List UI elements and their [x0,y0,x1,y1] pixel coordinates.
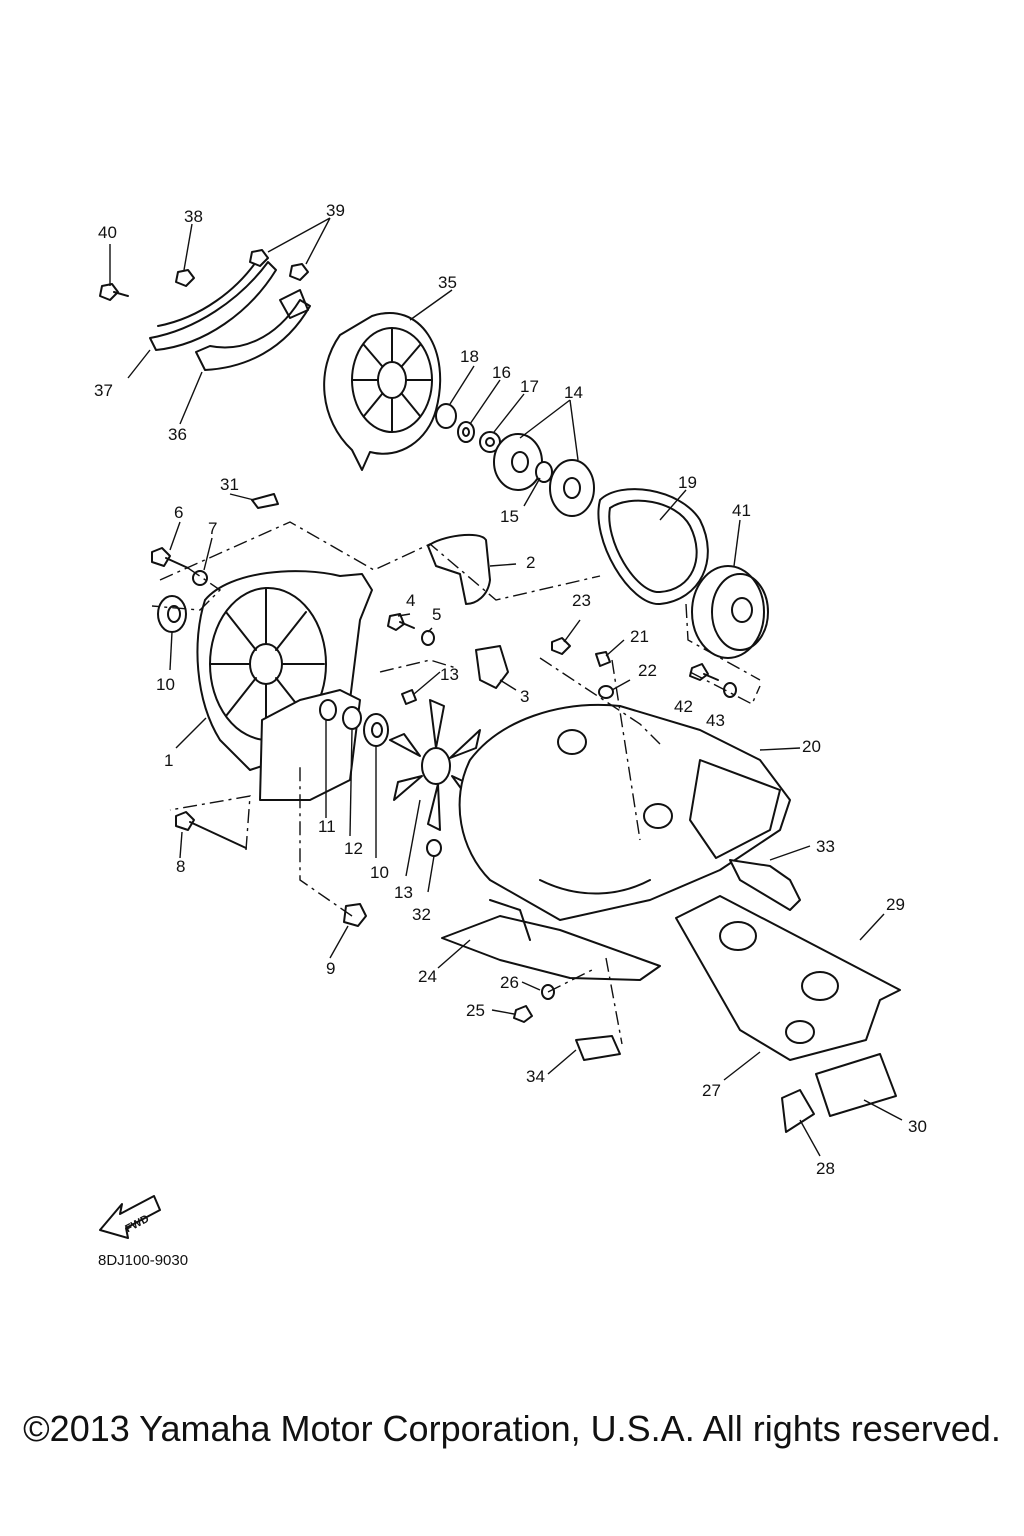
washer-12 [342,706,362,730]
bracket-38 [149,255,277,351]
label-24: 23 [572,591,591,610]
belt-20 [597,488,709,606]
label-9: 9 [326,959,335,978]
label-17: 16 [492,363,511,382]
washer-18 [479,431,501,453]
washer-11 [319,699,337,721]
label-42: 41 [732,501,751,520]
pad-29 [781,1089,815,1133]
guard-25 [441,899,661,981]
label-6: 6 [174,503,183,522]
label-7: 7 [208,519,217,538]
label-20: 19 [678,473,697,492]
label-16: 15 [500,507,519,526]
label-25: 24 [418,967,437,986]
pulley-42 [691,565,769,659]
label-21: 20 [802,737,821,756]
label-27: 26 [500,973,519,992]
label-33: 32 [412,905,431,924]
label-31: 30 [908,1117,927,1136]
label-13-visible: 13 [394,883,413,902]
bolt-26 [513,1005,533,1023]
pad-31 [815,1053,897,1117]
label-43: 42 [674,697,693,716]
bolt-40b [289,263,309,281]
bolt-39 [175,269,195,287]
pad-2 [427,533,491,605]
label-35: 34 [526,1067,545,1086]
label-15: 14 [564,383,583,402]
sheave-15b [549,459,595,517]
label-36: 35 [438,273,457,292]
bearing-10b [363,713,389,747]
bracket-37 [195,289,311,371]
label-14: 13 [440,665,459,684]
plate-behind-case [259,689,361,801]
label-10-top: 10 [156,675,175,694]
label-37: 36 [168,425,187,444]
label-10-bottom: 10 [370,863,389,882]
part-labels: 40 38 39 35 37 18 16 17 14 36 31 19 6 15… [94,201,927,1178]
label-19: 18 [460,347,479,366]
key-14 [401,689,417,705]
label-28: 27 [702,1081,721,1100]
nut-9 [343,903,367,927]
drawing-code: 8DJ100-9030 [98,1252,189,1269]
housing-21 [458,704,791,921]
fwd-arrow-icon: FWD [99,1195,161,1239]
plate-34 [729,859,801,911]
label-11: 11 [318,817,336,836]
label-18: 17 [520,377,539,396]
bearing-10a [157,595,187,633]
washer-33 [426,839,442,857]
label-38: 37 [94,381,113,400]
label-1: 1 [164,751,173,770]
sheave-15a [493,433,543,491]
washer-17 [457,421,475,443]
assembly-lines [151,521,761,1045]
collar-19 [435,403,457,429]
label-5: 5 [432,605,441,624]
bolt-24 [551,637,571,655]
label-39: 38 [184,207,203,226]
washer-5 [421,630,435,646]
copyright-notice: ©2013 Yamaha Motor Corporation, U.S.A. A… [23,1408,1001,1449]
label-40: 39 [326,201,345,220]
cover-36 [323,312,442,471]
grommet-23 [598,685,614,699]
label-29: 28 [816,1159,835,1178]
label-4: 4 [406,591,415,610]
label-41: 40 [98,223,117,242]
plate-30-28 [675,895,901,1061]
label-12: 12 [344,839,363,858]
leader-lines [109,217,903,1157]
seal-32 [251,493,279,509]
label-26: 25 [466,1001,485,1020]
label-23: 22 [638,661,657,680]
bolt-40a [249,249,269,267]
label-32: 31 [220,475,239,494]
label-3: 3 [520,687,529,706]
bolt-6 [151,547,189,569]
plate-35 [575,1035,621,1061]
bolt-8 [175,811,247,849]
label-34: 33 [816,837,835,856]
spacer-16 [535,461,553,483]
label-30: 29 [886,895,905,914]
label-8: 8 [176,857,185,876]
bolt-41 [99,283,129,301]
bolt-4 [387,613,415,631]
label-2: 2 [526,553,535,572]
bolt-43 [689,663,719,681]
label-44: 43 [706,711,725,730]
label-22: 21 [630,627,649,646]
clip-3 [475,645,509,689]
